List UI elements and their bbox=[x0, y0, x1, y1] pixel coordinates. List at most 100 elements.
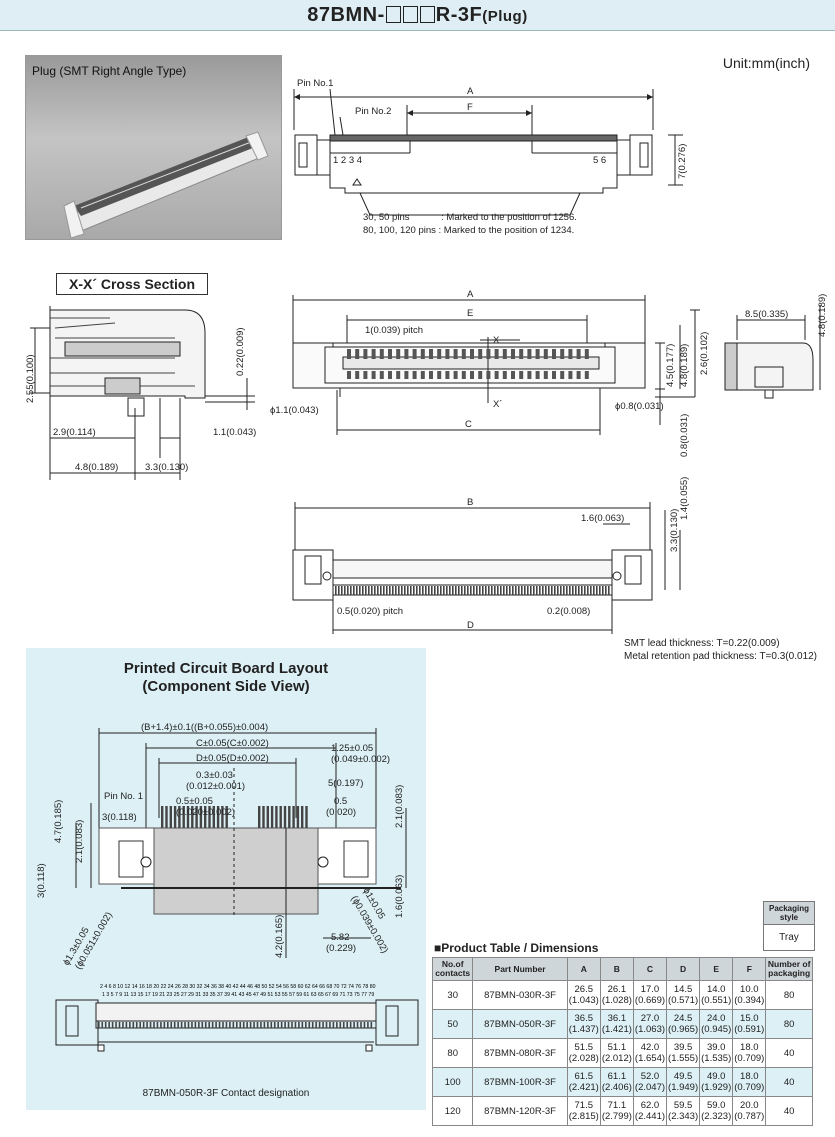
pin bbox=[377, 586, 379, 595]
pin bbox=[111, 1022, 114, 1028]
cell-value: 20.0 bbox=[740, 1100, 759, 1111]
pin bbox=[575, 586, 577, 595]
pin bbox=[315, 1022, 317, 1028]
pin bbox=[215, 1022, 217, 1028]
pin bbox=[512, 586, 514, 595]
pin bbox=[568, 349, 573, 359]
cell-value: 71.5 bbox=[574, 1100, 594, 1111]
cell-value: 52.0 bbox=[640, 1071, 660, 1082]
pin bbox=[440, 586, 442, 595]
cell-value: 87BMN-050R-3F bbox=[484, 1018, 556, 1030]
dim-48: 4.8(0.189) bbox=[817, 294, 828, 337]
pin bbox=[560, 586, 562, 595]
cell-inch-value: (0.787) bbox=[734, 1111, 765, 1122]
pin bbox=[142, 1022, 145, 1028]
cell-inch-value: (2.441) bbox=[634, 1111, 666, 1122]
pin bbox=[596, 586, 598, 595]
cell-value: 42.0 bbox=[640, 1042, 660, 1053]
table-cell: 36.5(1.437) bbox=[566, 1009, 601, 1039]
pin bbox=[494, 586, 496, 595]
pin bbox=[461, 371, 466, 379]
pin bbox=[576, 349, 581, 359]
cell-inch-value: (0.571) bbox=[668, 995, 699, 1006]
pin bbox=[194, 1022, 197, 1028]
dim-C: C bbox=[465, 419, 472, 430]
pin bbox=[104, 1022, 107, 1028]
cell-value: 51.5 bbox=[574, 1042, 594, 1053]
pin bbox=[218, 1022, 221, 1028]
pin bbox=[199, 806, 203, 828]
pcb-dim-05c: 0.5 bbox=[334, 796, 347, 807]
pin bbox=[494, 349, 499, 359]
phi-08: ϕ0.8(0.031) bbox=[615, 401, 664, 412]
cell-value: 61.5 bbox=[574, 1071, 594, 1082]
pin bbox=[388, 349, 392, 359]
pin bbox=[301, 806, 304, 828]
pin bbox=[362, 586, 364, 595]
pin bbox=[129, 1022, 131, 1028]
dim-33: 3.3(0.130) bbox=[145, 462, 188, 473]
pin bbox=[608, 586, 610, 595]
cell-inch-value: (2.799) bbox=[601, 1111, 632, 1122]
pin2-label: Pin No.2 bbox=[355, 106, 391, 117]
cell-inch-value: (1.555) bbox=[668, 1053, 699, 1064]
pin bbox=[389, 586, 391, 595]
dim-29: 2.9(0.114) bbox=[53, 427, 96, 438]
cell-inch-value: (0.709) bbox=[734, 1053, 765, 1064]
pin bbox=[383, 586, 385, 595]
pin bbox=[298, 1022, 300, 1028]
pin bbox=[478, 349, 483, 359]
cell-value: 87BMN-120R-3F bbox=[484, 1105, 556, 1117]
pin bbox=[527, 371, 532, 379]
pin bbox=[371, 586, 373, 595]
pin bbox=[165, 806, 168, 828]
table-cell: 100 bbox=[431, 1067, 474, 1097]
cell-inch-value: (2.012) bbox=[601, 1053, 632, 1064]
table-cell: 49.5(1.949) bbox=[666, 1067, 701, 1097]
pin bbox=[404, 349, 409, 359]
pin bbox=[379, 349, 384, 359]
pin bbox=[242, 1022, 245, 1028]
pin bbox=[413, 586, 415, 595]
pin bbox=[461, 349, 466, 359]
pin bbox=[455, 586, 457, 595]
table-cell: 80 bbox=[431, 1038, 474, 1068]
pin1-label: Pin No.1 bbox=[297, 78, 333, 89]
table-cell: 39.0(1.535) bbox=[699, 1038, 734, 1068]
pcb-dim-05b: (0.020±0.002) bbox=[176, 807, 235, 818]
pin bbox=[437, 586, 439, 595]
pin bbox=[434, 586, 436, 595]
pin bbox=[149, 1022, 152, 1028]
dim-255: 2.55(0.100) bbox=[25, 354, 36, 403]
pin bbox=[277, 1022, 279, 1028]
pcb-dim-03a: 0.3±0.03 bbox=[196, 770, 233, 781]
pin bbox=[353, 586, 355, 595]
pin bbox=[410, 586, 412, 595]
dim-A: A bbox=[467, 86, 474, 97]
pin bbox=[371, 349, 376, 359]
pin bbox=[416, 586, 418, 595]
cell-inch-value: (1.421) bbox=[601, 1024, 632, 1035]
pcb-dim-3: 3(0.118) bbox=[102, 812, 137, 823]
table-cell: 17.0(0.669) bbox=[632, 980, 668, 1010]
dim-08: 0.8(0.031) bbox=[679, 414, 690, 457]
pin bbox=[178, 806, 181, 828]
table-cell: 59.0(2.323) bbox=[699, 1096, 734, 1126]
cell-inch-value: (0.709) bbox=[734, 1082, 765, 1093]
table-cell: 40 bbox=[765, 1067, 813, 1097]
cell-inch-value: (2.323) bbox=[701, 1111, 732, 1122]
pin bbox=[395, 586, 397, 595]
cell-inch-value: (1.929) bbox=[701, 1082, 732, 1093]
table-cell: 30 bbox=[431, 980, 474, 1010]
cell-value: 36.5 bbox=[574, 1013, 594, 1024]
pin bbox=[256, 1022, 259, 1028]
pin bbox=[135, 1022, 138, 1028]
pin bbox=[339, 1022, 342, 1028]
pin bbox=[262, 806, 265, 828]
cell-inch-value: (0.669) bbox=[634, 995, 666, 1006]
pin bbox=[363, 371, 368, 379]
pcb-dim-C: C±0.05(C±0.002) bbox=[196, 738, 269, 749]
front-view-drawing: A E 1(0.039) pitch X X´ C ϕ1.1(0.043) ϕ0… bbox=[270, 289, 710, 457]
